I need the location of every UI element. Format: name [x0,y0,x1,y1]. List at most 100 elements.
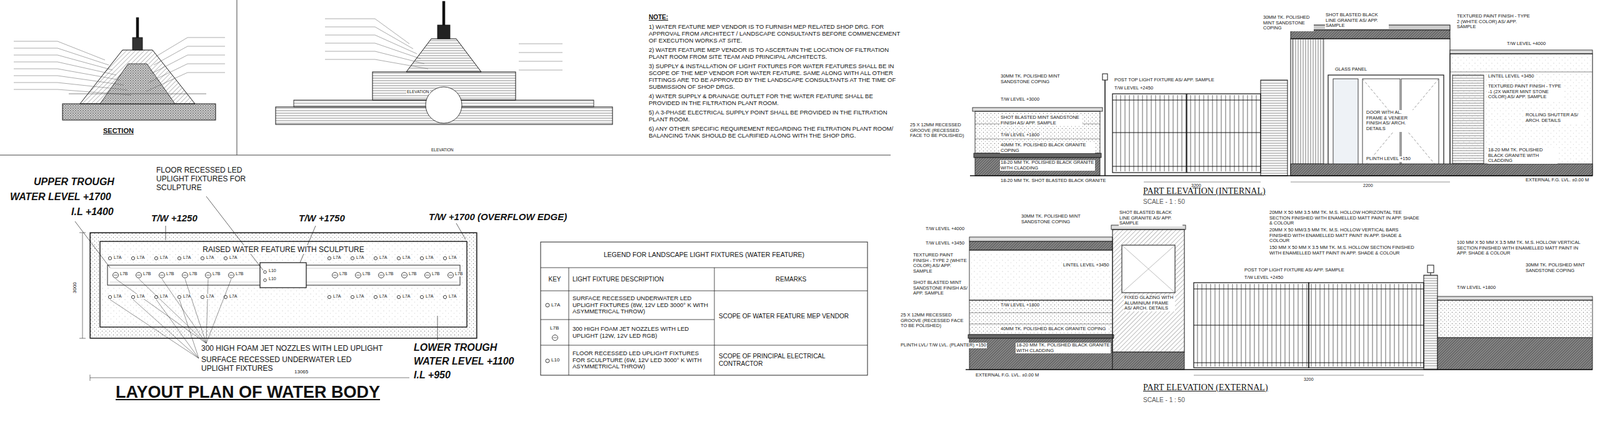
internal-elevation [970,25,1593,182]
drawing-rect [1427,265,1434,273]
drawing-rect [1121,245,1175,293]
level-label: UPPER TROUGH [33,176,115,188]
drawing-line [518,43,563,45]
drawing-line [183,275,187,276]
drawing-line [13,48,58,49]
fixture-tag: L7A [136,293,145,299]
drawing-line [1290,181,1450,183]
drawing-circle [355,272,362,279]
note-text: 4) WATER SUPPLY & DRAINAGE OUTLET FOR TH… [648,93,905,107]
drawing-circle [443,295,447,299]
legend-text: SURFACE RECESSED UNDERWATER LED UPLIGHT … [572,295,712,316]
drawing-line [57,82,128,90]
callout-label: SHOT BLASTED MINT SANDSTONE FINISH AS/ A… [1000,115,1083,126]
view-title: ELEVATION [406,89,430,94]
callout-label: 25 X 12MM RECESSED GROOVE (RECESSED FACE… [909,122,971,139]
drawing-line [1212,95,1214,172]
drawing-circle [200,256,204,260]
callout-label: TEXTURED PAINT FINISH - TYPE -1 (2X WATE… [1487,83,1564,100]
drawing-rect [969,250,1113,300]
drawing-line [1203,95,1205,172]
fixture-tag: L7B [119,271,129,277]
drawing-line [1234,95,1235,172]
fixture-tag: L7A [228,255,238,260]
drawing-line [156,37,188,57]
fixture-tag: L7A [159,293,169,299]
level-label: LOWER TROUGH [413,341,497,354]
section-drawing [13,17,225,120]
drawing-circle [228,272,235,279]
drawing-line [568,267,570,375]
dimension-text: 3200 [1303,376,1315,382]
drawing-circle [378,272,385,279]
fixture-tag: L7A [448,255,457,260]
fixture-tag: L7A [113,255,122,260]
drawing-line [57,55,113,70]
drawing-polygon [80,50,195,104]
fixture-tag: L7B [431,271,440,277]
drawing-line [187,46,225,47]
drawing-line [379,275,384,276]
level-label: PLINTH LEVEL +150 [1365,156,1412,162]
drawing-line [325,18,375,20]
table-cell: SCOPE OF WATER FEATURE MEP VENDOR [718,312,863,320]
drawing-circle [177,295,181,299]
drawing-rect [1450,50,1593,54]
drawing-rect [1437,300,1593,338]
drawing-line [375,26,414,49]
drawing-circle [223,256,227,260]
fixture-tag: L7A [401,255,411,260]
level-label: T/W LEVEL +1800 [1000,302,1040,309]
drawing-line [375,59,429,69]
drawing-rect [1102,73,1108,80]
drawing-line [79,338,86,339]
drawing-circle [327,295,331,299]
table-cell: L7B [550,325,559,331]
drawing-line [540,319,715,320]
drawing-rect [136,17,139,38]
fixture-tag: L7B [211,271,221,277]
fixture-tag: L7A [425,293,434,299]
drawing-line [90,377,410,379]
drawing-line [375,18,410,44]
drawing-line [325,51,375,52]
drawing-line [13,61,58,63]
drawing-circle [425,86,462,124]
drawing-line [179,299,199,359]
drawing-rect [90,232,477,339]
drawing-line [148,63,188,83]
drawing-rect [972,107,1103,112]
level-label: T/W LEVEL +3000 [1000,96,1040,103]
fixture-tag: L7B [165,271,175,277]
drawing-line [153,46,188,65]
drawing-line [160,275,164,276]
drawing-line [57,48,109,65]
fixture-tag: L7B [361,271,371,277]
scale-text: SCALE - 1 : 50 [1143,198,1185,206]
drawing-rect [442,1,445,25]
drawing-rect [1112,229,1185,352]
drawing-line [300,225,316,263]
drawing-line [161,278,207,344]
drawing-line [113,275,118,276]
table-title: LEGEND FOR LANDSCAPE LIGHT FIXTURES (WAT… [540,250,868,259]
drawing-line [79,232,86,234]
drawing-rect [975,157,1100,176]
drawing-line [375,43,421,59]
callout-label: 18-20 MM TK. SHOT BLASTED BLACK GRANITE [1000,178,1107,184]
drawing-line [1193,375,1424,376]
drawing-circle [108,295,112,299]
drawing-line [57,61,117,75]
level-label: WATER LEVEL +1700 [10,191,112,203]
drawing-line [970,175,1593,177]
drawing-rect [1450,53,1593,176]
drawing-line [1208,95,1209,172]
legend-table [540,241,868,375]
drawing-circle [182,272,189,279]
drawing-line [448,275,453,276]
drawing-line [0,155,891,156]
fixture-tag: L7A [378,293,388,299]
level-label: LINTEL LEVEL +3450 [1487,73,1535,80]
callout-label: 25 X 12MM RECESSED GROOVE (RECESSED FACE… [900,312,967,329]
external-elevation [965,225,1593,375]
